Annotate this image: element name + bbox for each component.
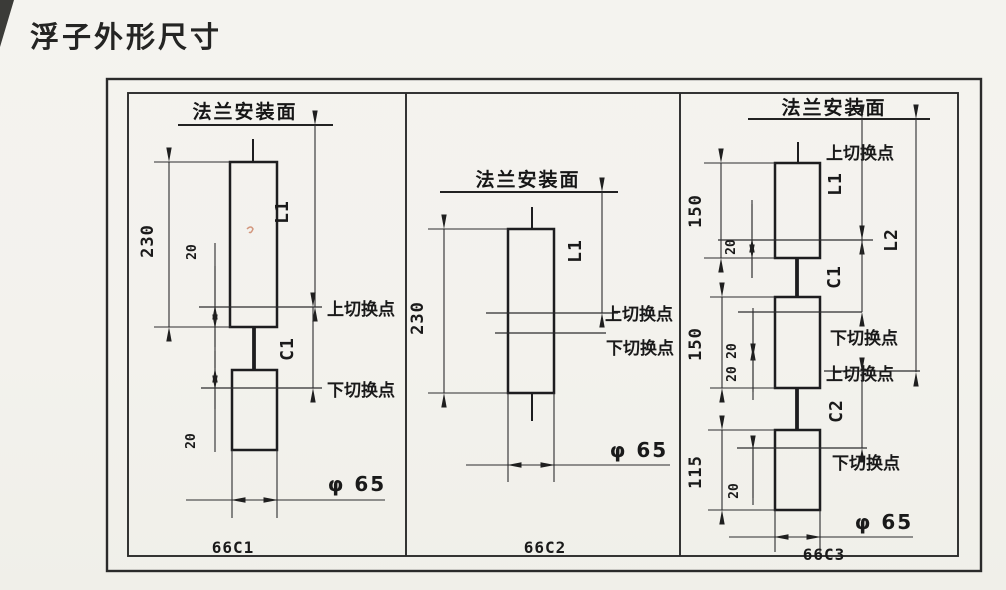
diameter-label: φ 65 <box>855 510 913 534</box>
dim-150-mid-label: 150 <box>686 327 706 361</box>
dim-L1-label: L1 <box>565 239 586 263</box>
panel-66C2: 法兰安装面 230 L1 上切换点 下切换点 φ 65 66C2 <box>408 168 674 557</box>
float-body-2 <box>773 295 822 390</box>
dim-115-label: 115 <box>686 455 706 489</box>
dim-L2-label: L2 <box>881 228 902 252</box>
dim-150-top-label: 150 <box>686 194 706 228</box>
panel-name: 66C2 <box>524 538 567 557</box>
dim-L1-label: L1 <box>825 172 846 196</box>
float-body-1 <box>773 161 822 260</box>
lower-switch-label: 下切换点 <box>606 338 674 358</box>
float-body <box>506 227 556 395</box>
panel-66C3: 法兰安装面 上切换点 150 20 L1 L2 <box>686 96 930 564</box>
upper-switch-top-label: 上切换点 <box>826 143 894 163</box>
diameter-label: φ 65 <box>610 438 668 462</box>
dim-230-label: 230 <box>138 224 158 258</box>
upper-switch-label: 上切换点 <box>605 304 673 324</box>
flange-label: 法兰安装面 <box>192 100 297 123</box>
outer-border <box>105 77 983 573</box>
diameter-label: φ 65 <box>328 472 386 496</box>
dim-20-d-label: 20 <box>727 483 742 499</box>
upper-switch-mid-label: 上切换点 <box>826 364 894 384</box>
panel-name: 66C1 <box>212 538 255 557</box>
flange-label: 法兰安装面 <box>475 168 580 191</box>
flange-label: 法兰安装面 <box>781 96 886 119</box>
scan-speck <box>246 226 254 234</box>
panel-66C1: 法兰安装面 230 20 20 L1 上切换点 C1 <box>138 100 395 557</box>
upper-switch-label: 上切换点 <box>327 299 395 319</box>
lower-switch-mid-label: 下切换点 <box>830 328 898 348</box>
dim-20-a-label: 20 <box>724 239 739 255</box>
dim-C1-label: C1 <box>824 265 845 289</box>
dim-L1-label: L1 <box>272 200 293 224</box>
page-title: 浮子外形尺寸 <box>30 22 223 54</box>
lower-switch-bottom-label: 下切换点 <box>832 453 900 473</box>
dim-20-c-label: 20 <box>725 366 740 382</box>
dim-20-top-label: 20 <box>185 244 200 260</box>
dim-C1-label: C1 <box>277 337 298 361</box>
float-body-3 <box>773 428 822 512</box>
float-body-upper <box>228 160 279 329</box>
dim-230-label: 230 <box>408 301 428 335</box>
float-body-lower <box>230 368 279 452</box>
dim-20-bottom-label: 20 <box>184 433 199 449</box>
dim-C2-label: C2 <box>826 399 847 423</box>
inner-border <box>127 92 959 557</box>
panel-name: 66C3 <box>803 545 846 564</box>
lower-switch-label: 下切换点 <box>327 380 395 400</box>
dim-20-b-label: 20 <box>725 343 740 359</box>
scan-corner-artifact <box>0 0 14 47</box>
